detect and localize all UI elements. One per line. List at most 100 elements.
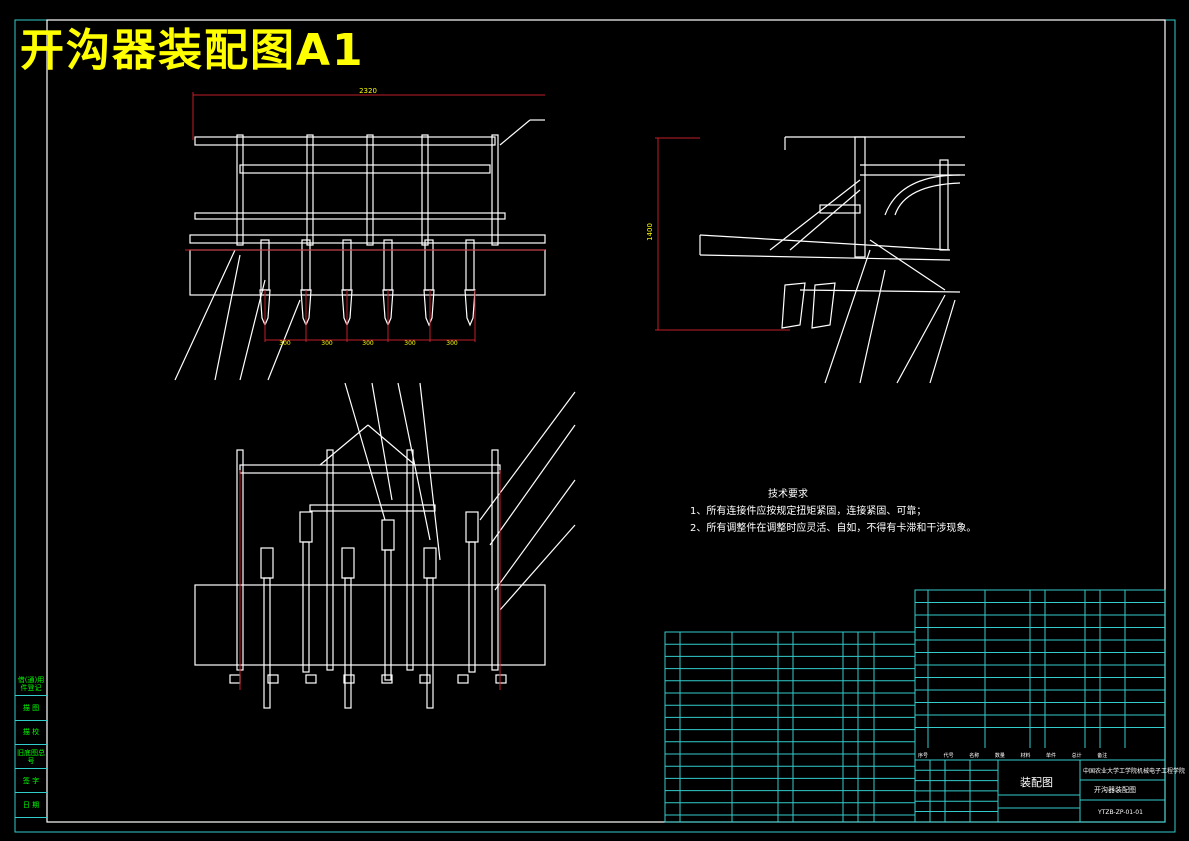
header-label: 材料 — [1020, 753, 1031, 759]
drawing-type: 装配图 — [1020, 776, 1053, 789]
caster — [495, 674, 507, 684]
strip-label: 描 校 — [15, 721, 47, 745]
opener-tube — [302, 541, 310, 673]
header-label: 代号 — [943, 753, 954, 759]
leader — [371, 382, 393, 501]
seed-tube-head — [299, 511, 313, 543]
leader — [499, 524, 576, 611]
drawing-name: 开沟器装配图 — [1094, 786, 1136, 794]
bracket — [819, 204, 861, 214]
frame-post — [306, 134, 314, 246]
frame — [699, 254, 951, 261]
plan-view-assembly — [194, 382, 576, 709]
mast — [939, 159, 949, 251]
leader — [499, 119, 531, 146]
frame-post — [421, 134, 429, 246]
inner-frame — [46, 19, 1166, 823]
dim-spacing: 300 — [404, 340, 416, 347]
header-label: 名称 — [969, 753, 980, 759]
header-label: 序号 — [918, 753, 929, 759]
strip-label: 借(通)用件登记 — [15, 672, 47, 697]
drawing-title: 开沟器装配图A1 — [20, 25, 365, 76]
leader — [494, 479, 576, 591]
opener-shank — [424, 239, 434, 291]
dim-spacing: 300 — [362, 340, 374, 347]
frame-member — [326, 449, 334, 671]
side-view-assembly — [699, 136, 965, 384]
left-record-strip: 借(通)用件登记 描 图 描 校 旧底图总号 签 字 日 期 — [15, 672, 47, 818]
dim-overall-width: 2320 — [359, 87, 377, 95]
frame-post — [236, 134, 244, 246]
frame-beam — [194, 212, 506, 220]
technical-requirements: 技术要求 1、所有连接件应按规定扭矩紧固，连接紧固、可靠； 2、所有调整件在调整… — [690, 486, 976, 537]
dim-spacing: 300 — [279, 340, 291, 347]
seed-tube-head — [381, 519, 395, 551]
opener-shank — [465, 239, 475, 291]
opener-tube — [426, 577, 434, 709]
header-label: 备注 — [1097, 753, 1108, 759]
frame — [699, 234, 951, 251]
opener-shank — [301, 239, 311, 291]
caster — [457, 674, 469, 684]
school-name: 中国农业大学工学院机械电子工程学院 — [1083, 768, 1186, 775]
main-frame — [194, 584, 546, 666]
leader — [344, 382, 386, 521]
leader — [174, 249, 236, 381]
drawing-number: YTZB-ZP-01-01 — [1098, 809, 1143, 816]
dim-spacing: 300 — [446, 340, 458, 347]
opener-share — [259, 289, 271, 327]
caster — [343, 674, 355, 684]
opener-shank — [383, 239, 393, 291]
strip-label: 日 期 — [15, 793, 47, 818]
leader — [859, 269, 886, 384]
frame-post — [491, 134, 499, 246]
frame-beam — [194, 136, 496, 146]
caster — [229, 674, 241, 684]
curved-shank — [894, 182, 961, 216]
dim-side-height: 1400 — [646, 223, 654, 241]
frame-member — [491, 449, 499, 671]
opener-tube — [263, 577, 271, 709]
opener-shank — [260, 239, 270, 291]
leader — [824, 249, 871, 384]
mast — [854, 136, 866, 258]
strip-label: 签 字 — [15, 769, 47, 794]
leader — [397, 382, 431, 541]
opener-share — [464, 289, 476, 327]
seed-tube-head — [260, 547, 274, 579]
leader — [419, 382, 441, 561]
header-label: 数量 — [994, 753, 1005, 759]
opener-tube — [344, 577, 352, 709]
link — [869, 239, 946, 291]
strip-label: 描 图 — [15, 696, 47, 721]
cross-beam — [309, 504, 436, 512]
caster — [381, 674, 393, 684]
cross-beam — [239, 464, 501, 474]
curved-shank — [884, 174, 961, 216]
frame-member — [406, 449, 414, 671]
dim-spacing: 300 — [321, 340, 333, 347]
tech-item: 2、所有调整件在调整时应灵活、自如，不得有卡滞和干涉现象。 — [690, 523, 977, 534]
brace — [789, 189, 861, 251]
opener-shank — [342, 239, 352, 291]
opener-share — [300, 289, 312, 327]
dimension-lines — [185, 92, 790, 690]
leader — [239, 279, 266, 381]
frame-post — [366, 134, 374, 246]
seed-tube-head — [423, 547, 437, 579]
parts-header: 序号 代号 名称 数量 材料 单件 总计 备注 — [918, 752, 1107, 759]
opener-share — [382, 289, 394, 327]
leader — [896, 294, 946, 384]
caster — [267, 674, 279, 684]
outer-frame — [14, 19, 1176, 833]
parts-list-tables — [664, 589, 1166, 823]
seed-tube-head — [341, 547, 355, 579]
opener-share — [341, 289, 353, 327]
leader — [929, 299, 956, 384]
frame-beam — [239, 164, 491, 174]
lower-parts-table — [664, 631, 916, 823]
leader — [479, 391, 576, 521]
caster — [305, 674, 317, 684]
header-label: 总计 — [1071, 753, 1082, 759]
